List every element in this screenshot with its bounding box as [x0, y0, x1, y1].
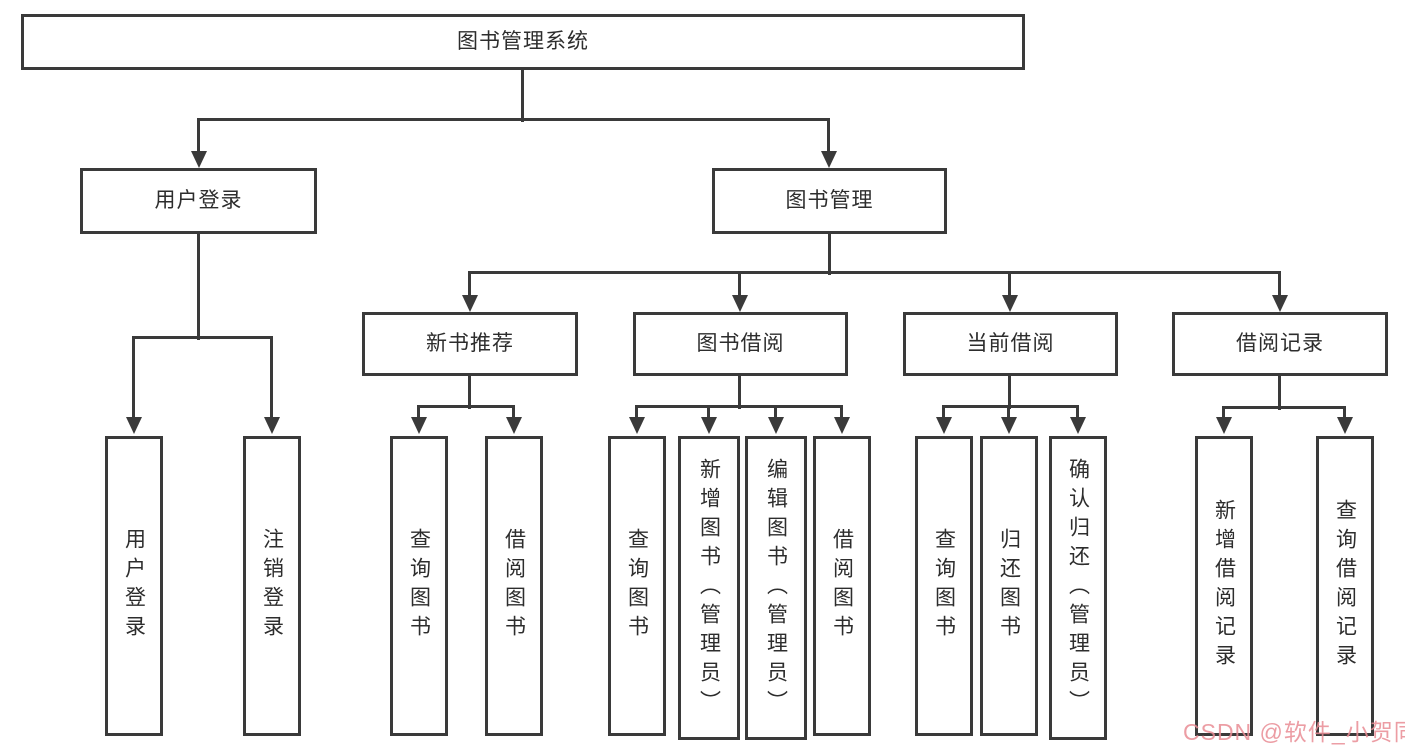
arrow-down-icon: [506, 417, 522, 434]
connector-line: [270, 337, 273, 421]
connector-line: [1278, 272, 1281, 298]
leaf-borrow-book-borrow-label: 借阅图书: [830, 528, 854, 644]
node-new-book-recommend-label: 新书推荐: [426, 332, 514, 356]
leaf-query-borrow-record: 查询借阅记录: [1316, 436, 1374, 736]
connector-line: [942, 405, 1079, 408]
connector-line: [468, 272, 471, 298]
connector-line: [738, 376, 741, 409]
arrow-down-icon: [411, 417, 427, 434]
leaf-query-book-current: 查询图书: [915, 436, 973, 736]
arrow-down-icon: [629, 417, 645, 434]
connector-line: [707, 406, 710, 420]
node-book-borrow: 图书借阅: [633, 312, 848, 376]
connector-line: [1222, 406, 1346, 409]
leaf-add-book-admin-label: 新增图书（管理员）: [697, 457, 721, 719]
connector-line: [197, 234, 200, 340]
connector-line: [468, 376, 471, 409]
node-root-label: 图书管理系统: [457, 30, 589, 54]
connector-line: [417, 405, 515, 408]
leaf-user-login: 用户登录: [105, 436, 163, 736]
node-current-borrow: 当前借阅: [903, 312, 1118, 376]
arrow-down-icon: [701, 417, 717, 434]
connector-line: [132, 336, 273, 339]
leaf-confirm-return-admin-label: 确认归还（管理员）: [1066, 457, 1090, 719]
connector-line: [635, 405, 843, 408]
leaf-add-book-admin: 新增图书（管理员）: [678, 436, 740, 740]
node-new-book-recommend: 新书推荐: [362, 312, 578, 376]
arrow-down-icon: [1216, 417, 1232, 434]
leaf-return-book: 归还图书: [980, 436, 1038, 736]
leaf-borrow-book-borrow: 借阅图书: [813, 436, 871, 736]
leaf-query-book-current-label: 查询图书: [932, 528, 956, 644]
leaf-query-book-borrow: 查询图书: [608, 436, 666, 736]
node-borrow-record-label: 借阅记录: [1236, 332, 1324, 356]
arrow-down-icon: [834, 417, 850, 434]
leaf-logout: 注销登录: [243, 436, 301, 736]
leaf-logout-label: 注销登录: [260, 528, 284, 644]
leaf-query-book-recommend-label: 查询图书: [407, 528, 431, 644]
connector-line: [1343, 407, 1346, 420]
connector-line: [942, 406, 945, 420]
arrow-down-icon: [462, 295, 478, 312]
node-current-borrow-label: 当前借阅: [966, 332, 1055, 356]
arrow-down-icon: [1272, 295, 1288, 312]
connector-line: [1007, 406, 1010, 420]
arrow-down-icon: [1337, 417, 1353, 434]
connector-line: [1222, 407, 1225, 420]
arrow-down-icon: [768, 417, 784, 434]
node-borrow-record: 借阅记录: [1172, 312, 1388, 376]
connector-line: [1008, 376, 1011, 409]
leaf-edit-book-admin: 编辑图书（管理员）: [745, 436, 807, 740]
connector-line: [1076, 406, 1079, 420]
leaf-user-login-label: 用户登录: [122, 528, 146, 644]
leaf-confirm-return-admin: 确认归还（管理员）: [1049, 436, 1107, 740]
leaf-add-borrow-record-label: 新增借阅记录: [1212, 499, 1236, 673]
connector-line: [521, 68, 524, 122]
arrow-down-icon: [821, 151, 837, 168]
connector-line: [132, 337, 135, 421]
connector-line: [635, 406, 638, 420]
leaf-borrow-book-recommend: 借阅图书: [485, 436, 543, 736]
connector-line: [417, 406, 420, 420]
connector-line: [738, 272, 741, 298]
connector-line: [197, 118, 830, 121]
arrow-down-icon: [191, 151, 207, 168]
node-book-management-label: 图书管理: [785, 189, 874, 213]
connector-line: [468, 271, 1281, 274]
arrow-down-icon: [1001, 417, 1017, 434]
arrow-down-icon: [264, 417, 280, 434]
arrow-down-icon: [1070, 417, 1086, 434]
connector-line: [512, 406, 515, 420]
leaf-edit-book-admin-label: 编辑图书（管理员）: [764, 457, 788, 719]
connector-line: [197, 119, 200, 156]
arrow-down-icon: [126, 417, 142, 434]
connector-line: [774, 406, 777, 420]
arrow-down-icon: [936, 417, 952, 434]
arrow-down-icon: [732, 295, 748, 312]
node-book-borrow-label: 图书借阅: [696, 332, 785, 356]
node-root: 图书管理系统: [21, 14, 1025, 70]
csdn-watermark: CSDN @软件_小贺同学: [1183, 719, 1405, 745]
leaf-return-book-label: 归还图书: [997, 528, 1021, 644]
leaf-borrow-book-recommend-label: 借阅图书: [502, 528, 526, 644]
node-user-login-label: 用户登录: [154, 189, 243, 213]
node-book-management: 图书管理: [712, 168, 947, 234]
leaf-query-borrow-record-label: 查询借阅记录: [1333, 499, 1357, 673]
connector-line: [840, 406, 843, 420]
connector-line: [828, 234, 831, 275]
arrow-down-icon: [1002, 295, 1018, 312]
connector-line: [827, 119, 830, 156]
connector-line: [1008, 272, 1011, 298]
leaf-query-book-recommend: 查询图书: [390, 436, 448, 736]
leaf-query-book-borrow-label: 查询图书: [625, 528, 649, 644]
node-user-login: 用户登录: [80, 168, 317, 234]
connector-line: [1278, 376, 1281, 410]
leaf-add-borrow-record: 新增借阅记录: [1195, 436, 1253, 736]
